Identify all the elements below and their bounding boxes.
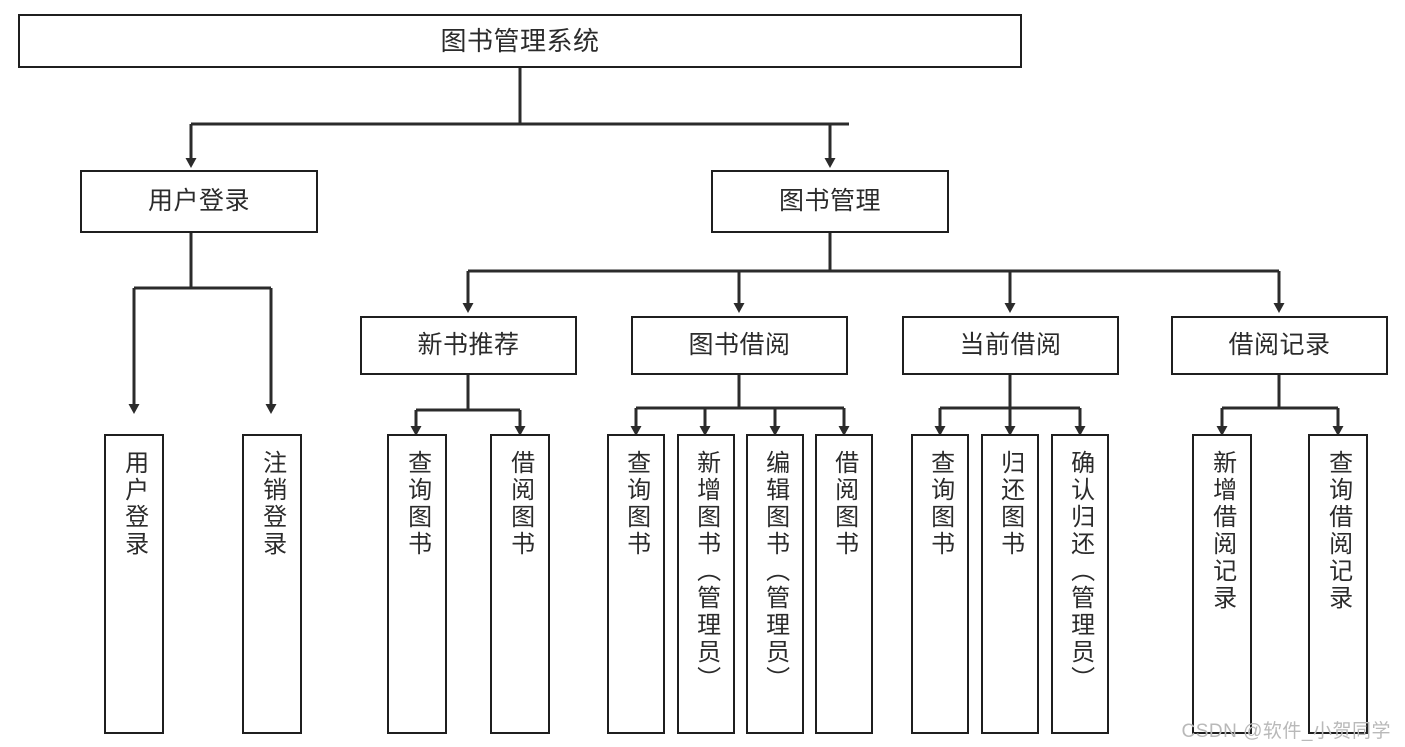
node-book-borrow[interactable]: 图书借阅 — [631, 316, 848, 375]
leaf-current-query-book[interactable]: 查询图书 — [911, 434, 969, 734]
leaf-borrow-borrow-book-label: 借阅图书 — [830, 450, 858, 558]
leaf-current-return-book-label: 归还图书 — [996, 450, 1024, 558]
leaf-user-login-signout-label: 注销登录 — [258, 450, 286, 558]
node-root[interactable]: 图书管理系统 — [18, 14, 1022, 68]
leaf-current-return-book[interactable]: 归还图书 — [981, 434, 1039, 734]
leaf-new-book-borrow-label: 借阅图书 — [506, 450, 534, 558]
node-user-login[interactable]: 用户登录 — [80, 170, 318, 233]
leaf-current-confirm-return-label: 确认归还（管理员） — [1066, 450, 1094, 693]
csdn-watermark: CSDN @软件_小贺同学 — [1181, 721, 1391, 742]
leaf-record-add-label: 新增借阅记录 — [1208, 450, 1236, 612]
node-book-management-label: 图书管理 — [778, 186, 881, 215]
leaf-new-book-query[interactable]: 查询图书 — [387, 434, 447, 734]
node-borrow-record-label: 借阅记录 — [1228, 330, 1331, 359]
leaf-borrow-edit-book-label: 编辑图书（管理员） — [761, 450, 789, 693]
node-root-label: 图书管理系统 — [440, 25, 600, 56]
leaf-borrow-edit-book[interactable]: 编辑图书（管理员） — [746, 434, 804, 734]
leaf-borrow-add-book[interactable]: 新增图书（管理员） — [677, 434, 735, 734]
leaf-borrow-query-book[interactable]: 查询图书 — [607, 434, 665, 734]
leaf-new-book-borrow[interactable]: 借阅图书 — [490, 434, 550, 734]
leaf-current-confirm-return[interactable]: 确认归还（管理员） — [1051, 434, 1109, 734]
node-new-book-recommend-label: 新书推荐 — [417, 330, 520, 359]
leaf-borrow-query-book-label: 查询图书 — [622, 450, 650, 558]
node-new-book-recommend[interactable]: 新书推荐 — [360, 316, 577, 375]
leaf-user-login-signin-label: 用户登录 — [120, 450, 148, 558]
node-book-borrow-label: 图书借阅 — [688, 330, 791, 359]
leaf-record-query[interactable]: 查询借阅记录 — [1308, 434, 1368, 734]
leaf-new-book-query-label: 查询图书 — [403, 450, 431, 558]
node-borrow-record[interactable]: 借阅记录 — [1171, 316, 1388, 375]
leaf-current-query-book-label: 查询图书 — [926, 450, 954, 558]
node-current-borrow[interactable]: 当前借阅 — [902, 316, 1119, 375]
leaf-borrow-borrow-book[interactable]: 借阅图书 — [815, 434, 873, 734]
leaf-user-login-signout[interactable]: 注销登录 — [242, 434, 302, 734]
leaf-record-add[interactable]: 新增借阅记录 — [1192, 434, 1252, 734]
leaf-borrow-add-book-label: 新增图书（管理员） — [692, 450, 720, 693]
leaf-record-query-label: 查询借阅记录 — [1324, 450, 1352, 612]
leaf-user-login-signin[interactable]: 用户登录 — [104, 434, 164, 734]
node-current-borrow-label: 当前借阅 — [959, 330, 1062, 359]
node-user-login-label: 用户登录 — [147, 186, 250, 215]
node-book-management[interactable]: 图书管理 — [711, 170, 949, 233]
